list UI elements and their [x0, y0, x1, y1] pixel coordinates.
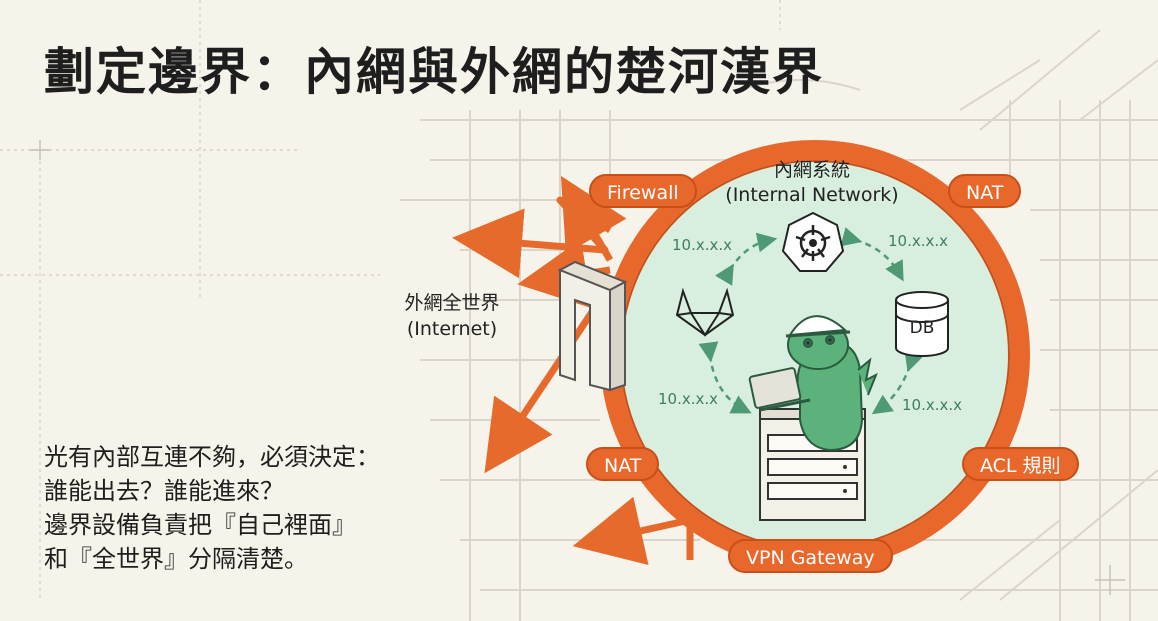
- page-title: 劃定邊界：內網與外網的楚河漢界: [44, 43, 824, 101]
- description-line: 誰能出去？誰能進來？: [44, 477, 284, 505]
- internet-label: 外網全世界 (Internet): [404, 292, 500, 340]
- acl-tag: ACL 規則: [962, 447, 1079, 481]
- database-icon: [895, 291, 949, 357]
- description-line: 邊界設備負責把『自己裡面』: [44, 511, 356, 539]
- ip-label-bottom-left: 10.x.x.x: [658, 390, 719, 408]
- internal-network-label: 內網系統 (Internal Network): [725, 159, 899, 206]
- kubernetes-icon: [781, 211, 845, 272]
- vpn-gateway-tag: VPN Gateway: [728, 539, 893, 573]
- nat-tag-top: NAT: [948, 174, 1022, 208]
- gitlab-icon: [675, 287, 735, 337]
- description-line: 和『全世界』分隔清楚。: [44, 545, 308, 573]
- ip-label-bottom-right: 10.x.x.x: [902, 396, 963, 414]
- firewall-gate: [557, 260, 628, 392]
- description-text: 光有內部互連不夠，必須決定： 誰能出去？誰能進來？ 邊界設備負責把『自己裡面』 …: [44, 440, 380, 576]
- dinosaur-mascot: [748, 315, 878, 452]
- nat-tag-left: NAT: [586, 447, 660, 481]
- database-label: DB: [909, 318, 935, 338]
- description-line: 光有內部互連不夠，必須決定：: [44, 443, 380, 471]
- ip-label-top-left: 10.x.x.x: [672, 236, 733, 254]
- internal-connections: [698, 227, 924, 415]
- firewall-tag: Firewall: [589, 174, 697, 208]
- ip-label-top-right: 10.x.x.x: [888, 232, 949, 250]
